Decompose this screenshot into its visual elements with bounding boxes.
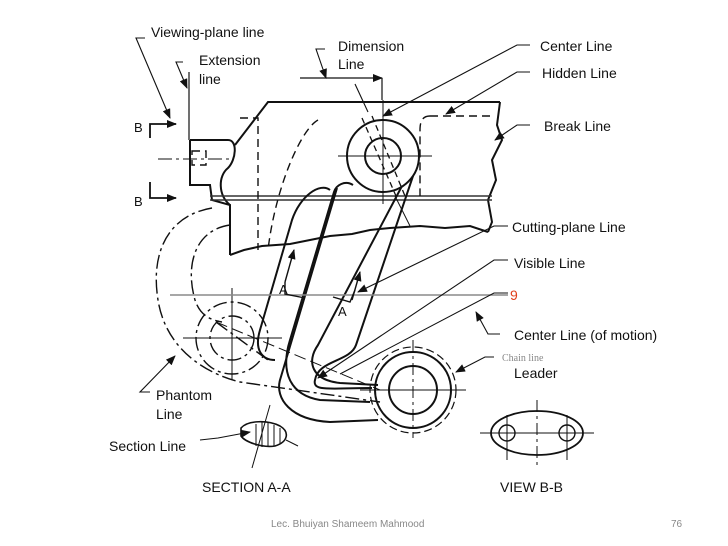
cutting-plane-letter-left: A bbox=[279, 282, 288, 297]
section-aa-detail bbox=[240, 404, 299, 469]
pivot-center-lines bbox=[158, 100, 432, 227]
label-dimension-line-2: Line bbox=[338, 56, 365, 72]
body-flange-lines bbox=[210, 195, 492, 201]
footer-author: Lec. Bhuiyan Shameem Mahmood bbox=[271, 519, 425, 530]
hidden-lines bbox=[191, 115, 490, 251]
label-section-aa: SECTION A-A bbox=[202, 479, 291, 495]
label-section-line: Section Line bbox=[109, 438, 187, 454]
label-viewing-plane-line: Viewing-plane line bbox=[151, 24, 265, 40]
label-dimension-line-1: Dimension bbox=[338, 38, 405, 54]
viewing-plane-marks bbox=[149, 120, 177, 202]
label-hidden-line: Hidden Line bbox=[542, 65, 617, 81]
label-phantom-line-1: Phantom bbox=[156, 387, 213, 403]
label-visible-line: Visible Line bbox=[514, 255, 586, 271]
label-chain-line: Chain line bbox=[502, 353, 544, 364]
leader-lines bbox=[135, 37, 530, 441]
link-outline bbox=[278, 185, 403, 424]
page-number: 76 bbox=[671, 519, 683, 530]
label-cutting-plane-line: Cutting-plane Line bbox=[512, 219, 626, 235]
bracket-body bbox=[189, 101, 504, 256]
viewing-plane-letter-top: B bbox=[134, 120, 143, 135]
label-phantom-line-2: Line bbox=[156, 406, 183, 422]
label-break-line: Break Line bbox=[544, 118, 611, 134]
cutting-plane-letter-right: A bbox=[338, 304, 347, 319]
label-center-line-of-motion: Center Line (of motion) bbox=[514, 327, 658, 343]
cutting-plane-marks bbox=[284, 249, 362, 303]
phantom-center-lines bbox=[183, 288, 381, 391]
label-extension-line-2: line bbox=[199, 71, 221, 87]
label-center-line: Center Line bbox=[540, 38, 613, 54]
viewing-plane-letter-bottom: B bbox=[134, 194, 143, 209]
label-nine-marker: 9 bbox=[510, 287, 518, 303]
label-extension-line-1: Extension bbox=[199, 52, 261, 68]
label-leader: Leader bbox=[514, 365, 558, 381]
lower-pivot bbox=[360, 340, 466, 438]
dimension-line bbox=[300, 74, 383, 100]
view-bb-detail bbox=[480, 400, 594, 468]
label-view-bb: VIEW B-B bbox=[500, 479, 564, 495]
